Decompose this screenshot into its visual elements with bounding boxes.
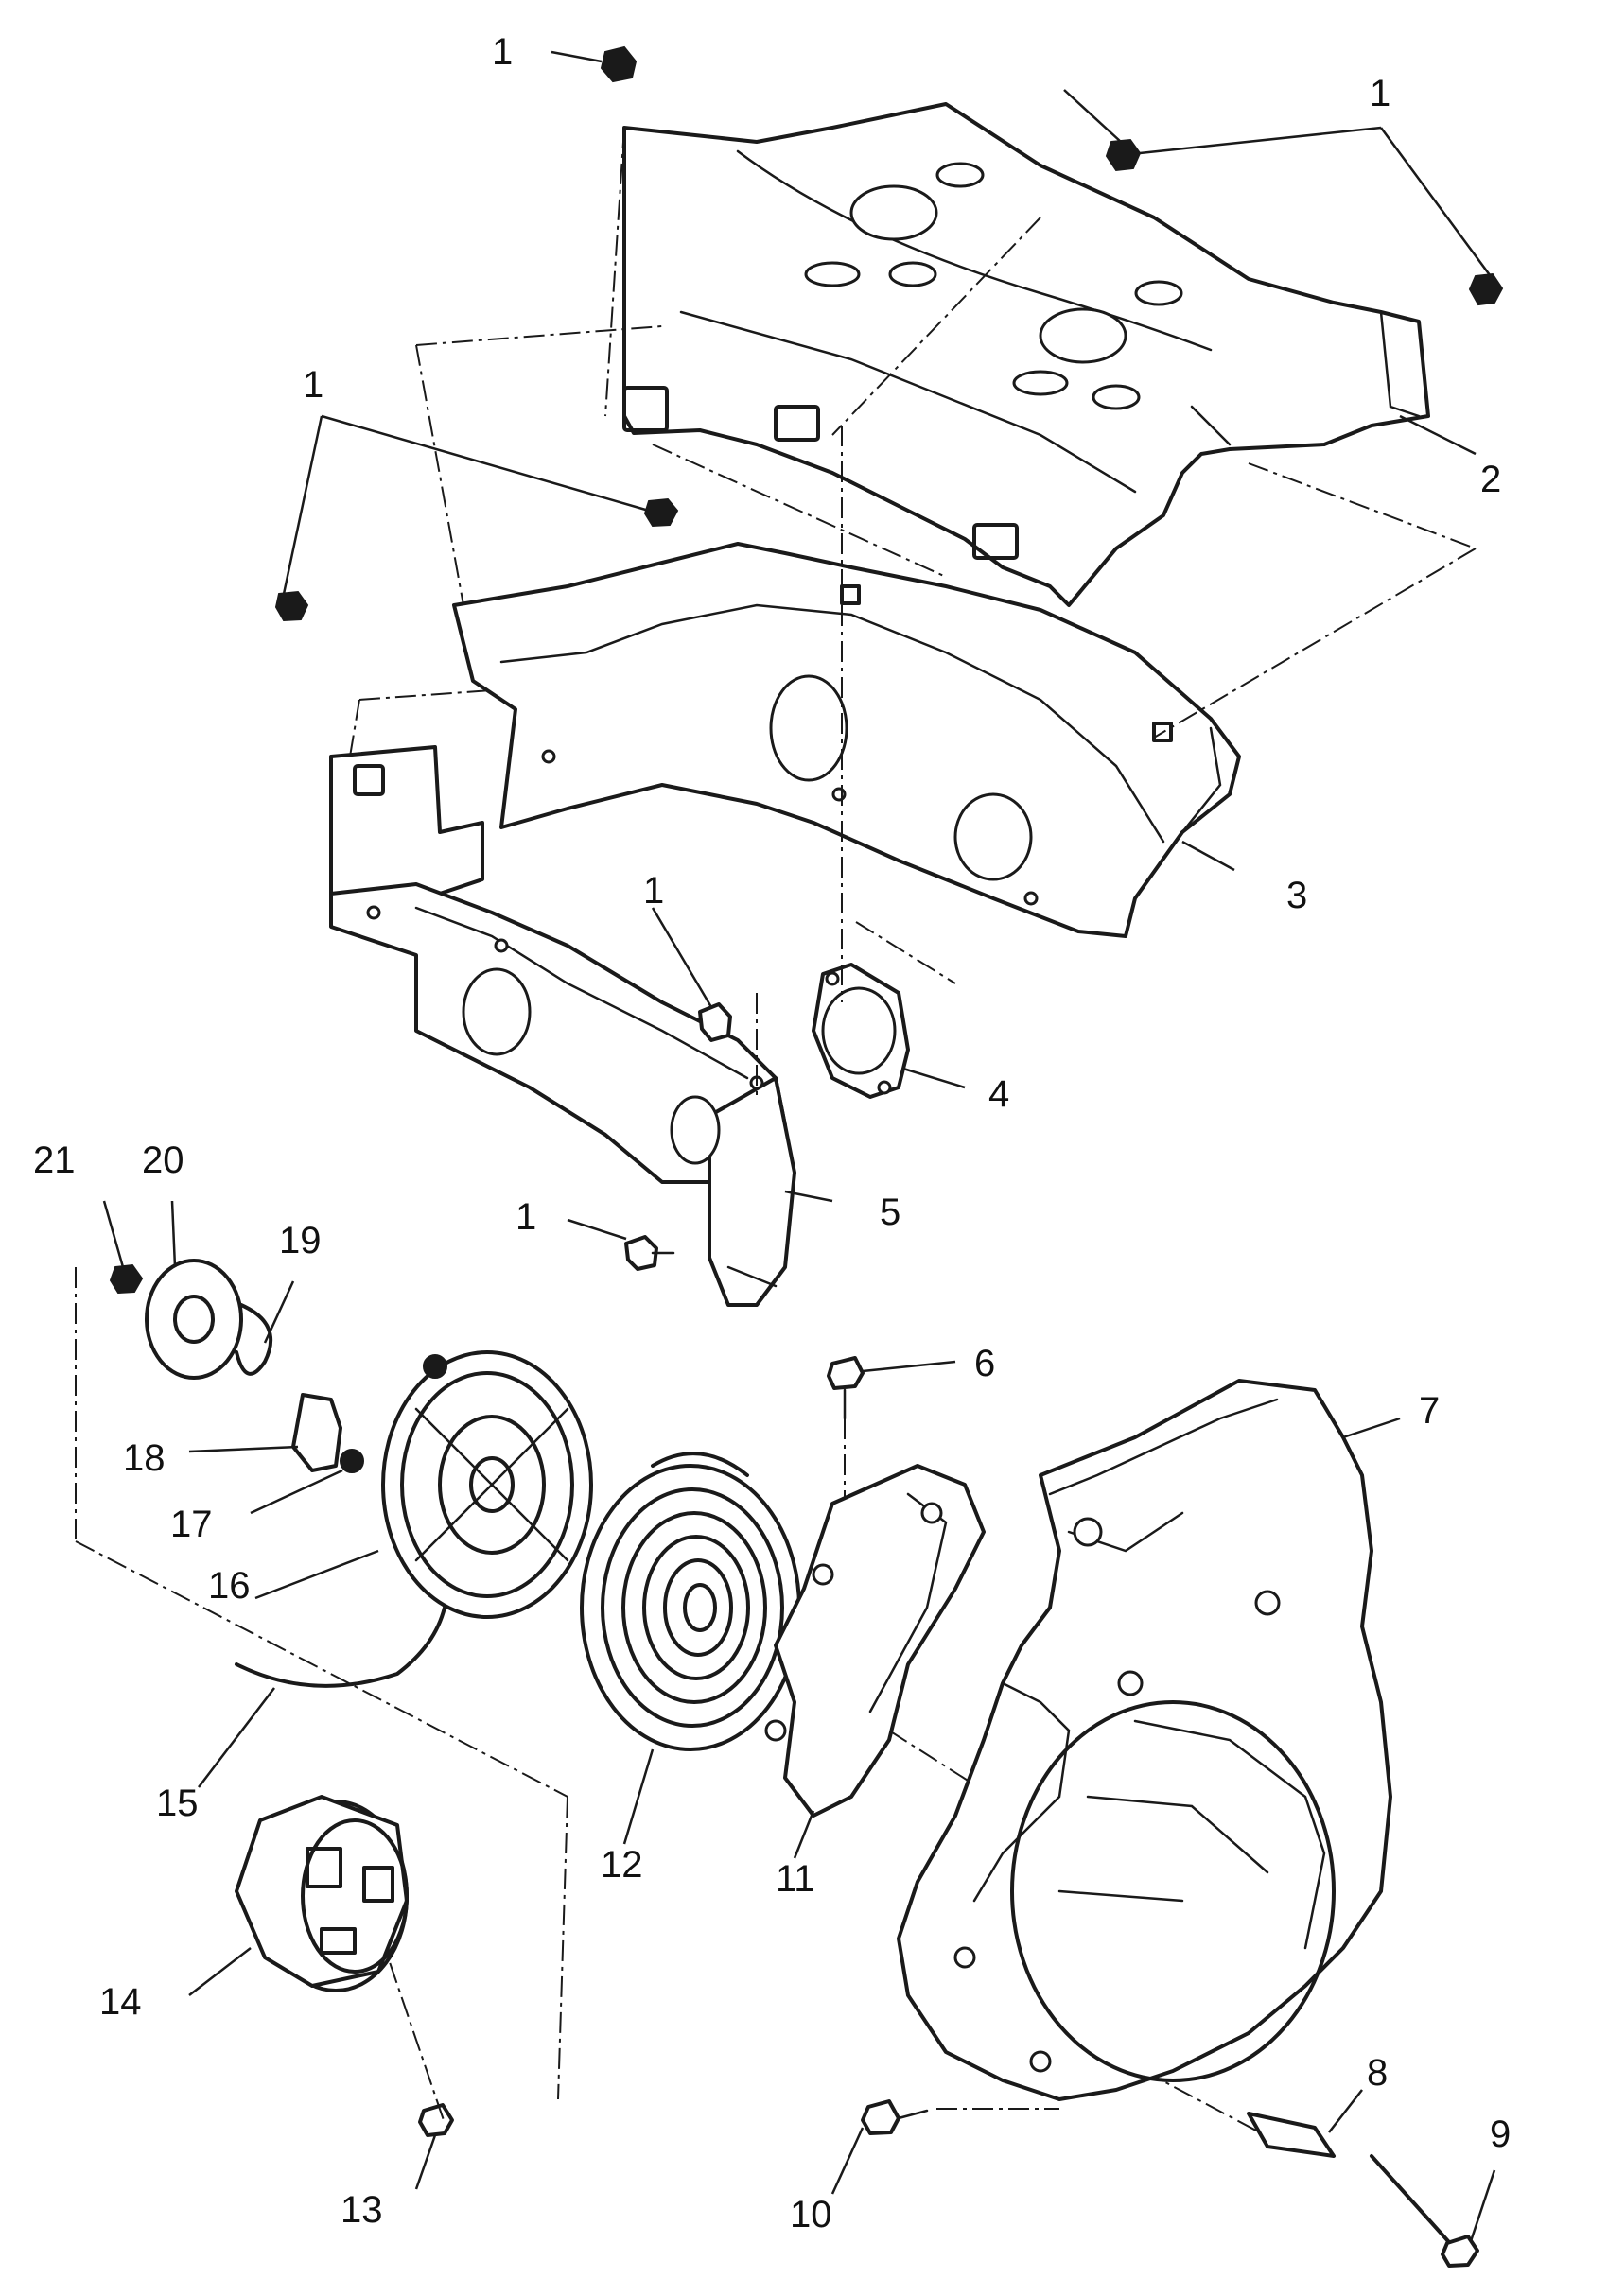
callout-starter-cup: 14 (99, 1981, 142, 2023)
callout-bolt-9: 9 (1490, 2113, 1511, 2155)
callout-screw-10: 10 (790, 2194, 832, 2235)
callout-pawl-18: 18 (123, 1437, 166, 1479)
starter-cup-part (235, 1795, 409, 1992)
gasket-part (812, 963, 910, 1099)
callout-upper-shroud: 2 (1480, 459, 1501, 500)
callout-nut-21: 21 (33, 1139, 76, 1181)
starter-bracket-part (764, 1464, 986, 1818)
heat-shield-part (452, 542, 1241, 938)
callout-pulley: 16 (208, 1565, 251, 1607)
callout-pin-17: 17 (170, 1504, 213, 1545)
callout-nut-1-top: 1 (492, 31, 513, 73)
callout-recoil-spring: 12 (601, 1844, 643, 1886)
recoil-spring-part (580, 1452, 801, 1751)
recoil-starter-assembly (145, 1259, 593, 1688)
callout-labels: 1 1 1 1 1 2 3 4 5 6 7 8 9 10 11 12 13 14… (33, 31, 1511, 2235)
blower-housing-part (897, 1379, 1392, 2101)
callout-rope: 15 (156, 1783, 199, 1824)
callout-screw-1-middle: 1 (643, 870, 664, 912)
screw-fasteners (418, 1002, 1479, 2268)
callout-clip: 8 (1367, 2052, 1388, 2094)
front-panel-part (329, 745, 796, 1307)
callout-front-panel: 5 (880, 1191, 900, 1233)
nut-fasteners (109, 45, 1504, 1295)
callout-friction-plate-20: 20 (142, 1139, 184, 1181)
upper-shroud-part (622, 102, 1430, 607)
clip-part (1247, 2112, 1336, 2158)
callout-gasket: 4 (988, 1073, 1009, 1115)
callout-heat-shield: 3 (1286, 875, 1307, 916)
callout-blower-housing: 7 (1419, 1390, 1440, 1432)
callout-screw-13: 13 (341, 2189, 383, 2231)
callout-screw-1-lower: 1 (516, 1196, 536, 1238)
callout-spring-clip-19: 19 (279, 1220, 322, 1261)
callout-bolt-6: 6 (974, 1343, 995, 1384)
leader-lines (102, 50, 1496, 2242)
callout-nut-1-left: 1 (303, 364, 323, 406)
callout-starter-bracket: 11 (776, 1858, 815, 1900)
callout-nut-1-right: 1 (1370, 73, 1390, 114)
